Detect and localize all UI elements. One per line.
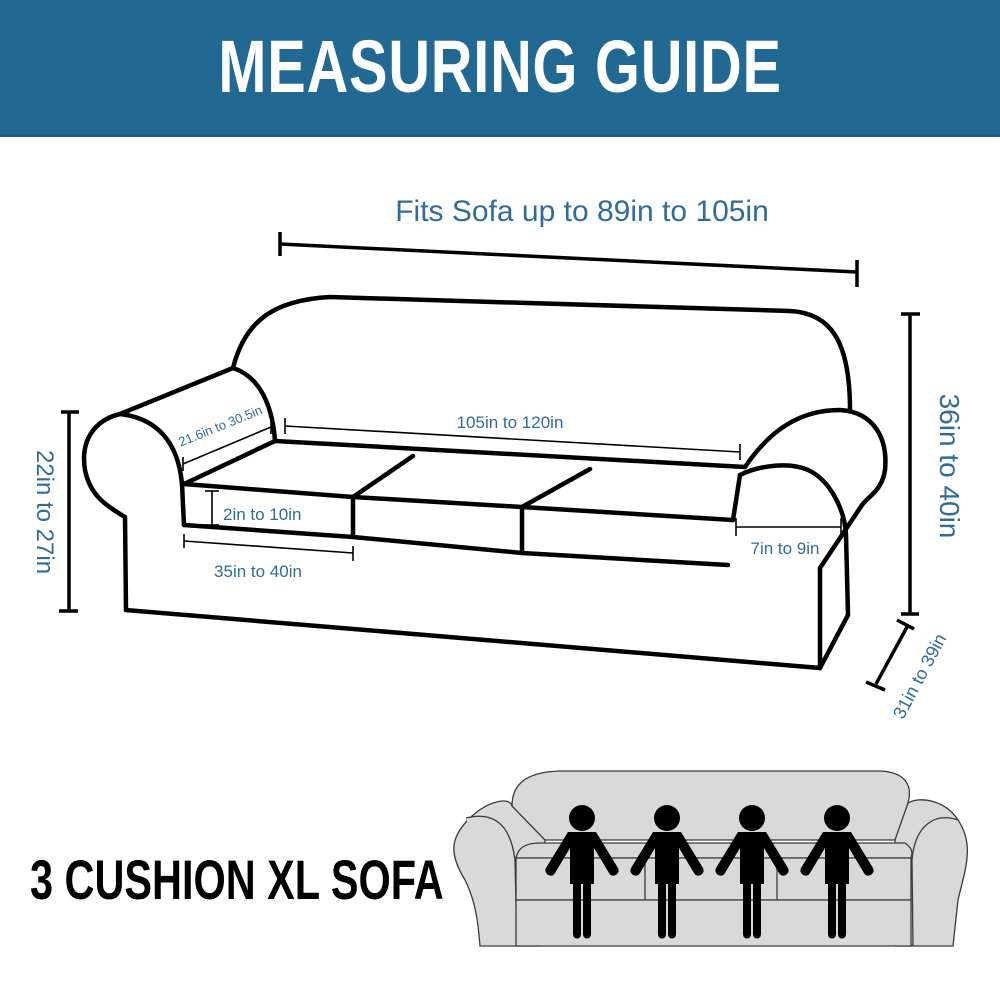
arm-width-label: 7in to 9in: [751, 539, 820, 558]
arm-depth-label: 21.6in to 30.5in: [176, 402, 264, 449]
overall-width-label: Fits Sofa up to 89in to 105in: [395, 195, 769, 228]
dimension-lines: [182, 418, 842, 561]
person-icons: [545, 805, 874, 939]
sofa-outline-drawing: [81, 294, 888, 671]
person-icon: [800, 805, 874, 939]
cushion-width-label: 35in to 40in: [214, 562, 302, 581]
sofa-capacity-illustration: [453, 770, 969, 947]
header-banner: MEASURING GUIDE: [0, 0, 1000, 137]
back-height-label: 36in to 40in: [934, 394, 965, 539]
arm-height-label: 22in to 27in: [31, 450, 58, 574]
person-icon: [715, 805, 789, 939]
person-icon: [545, 805, 619, 939]
page-title: MEASURING GUIDE: [218, 25, 782, 108]
seat-width-label: 105in to 120in: [457, 413, 564, 432]
person-icon: [630, 805, 704, 939]
height-dimension-lines: [59, 312, 920, 692]
cushion-thickness-label: 2in to 10in: [223, 505, 301, 524]
sofa-type-label: 3 CUSHION XL SOFA: [30, 848, 444, 911]
overall-width-dimension-line: [278, 232, 859, 287]
gray-sofa-icon: [453, 770, 969, 947]
